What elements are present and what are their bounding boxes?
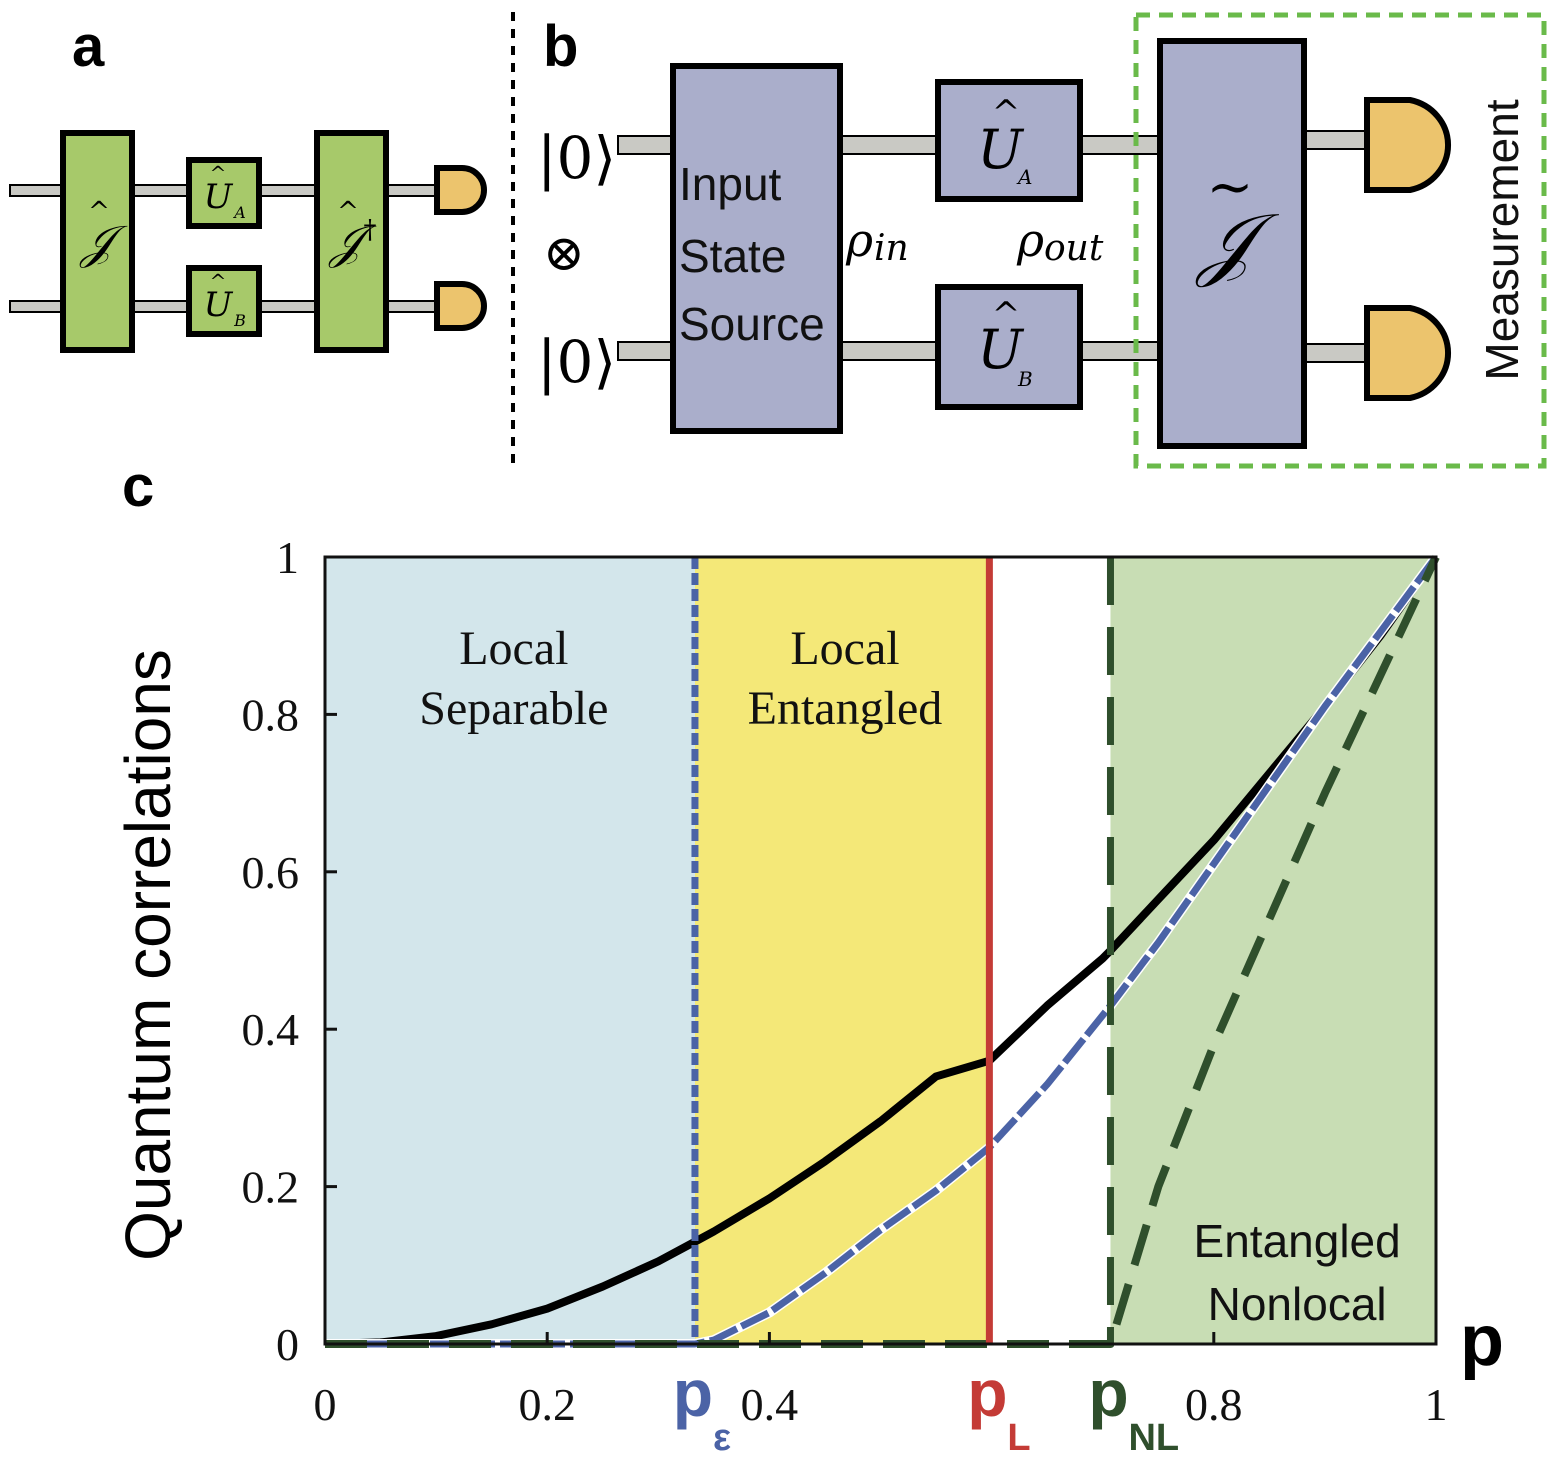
- chart: LocalSeparableLocalEntangledEntangledNon…: [112, 532, 1504, 1459]
- xtick-label-3: 0.8: [1185, 1379, 1243, 1430]
- region-2: [989, 557, 1111, 1344]
- xtick-label-1: 0.2: [518, 1379, 576, 1430]
- panel-c-letter: c: [122, 454, 154, 519]
- panel-a-gate-ua-label: U: [204, 177, 234, 217]
- ytick-label-4: 0.8: [242, 689, 300, 740]
- panel-a: a 𝒥 ^ U A ^ U B ^ 𝒥 † ^: [9, 14, 487, 353]
- threshold-1-sub: L: [1007, 1417, 1030, 1459]
- panel-b-gate-ua-label: U: [977, 118, 1024, 181]
- panel-b-gate-ub-sub: B: [1017, 367, 1033, 391]
- panel-a-gate-ua: [186, 157, 262, 229]
- panel-b-wire: [1077, 341, 1163, 361]
- panel-b-gate-ua-sub: A: [1016, 165, 1032, 189]
- panel-a-gate-ub-sub: B: [233, 311, 246, 330]
- panel-b-rho-in: ρ: [845, 213, 873, 267]
- panel-b-wire: [1303, 130, 1371, 150]
- series-1-line: [325, 554, 1439, 1348]
- region-0: [325, 557, 695, 1344]
- ytick-label-0: 0: [276, 1319, 299, 1370]
- panel-b-ket-top: |0⟩: [537, 124, 616, 192]
- plot-frame: [323, 555, 1438, 1346]
- panel-b-detector-top-icon: [1364, 97, 1451, 193]
- region-label-3-1: Nonlocal: [1208, 1278, 1387, 1330]
- region-label-0-0: Local: [459, 622, 568, 675]
- ytick-label-3: 0.6: [242, 847, 300, 898]
- ytick-label-2: 0.4: [242, 1004, 300, 1055]
- panel-a-hat-icon: ^: [337, 197, 359, 227]
- xtick-label-0: 0: [314, 1379, 337, 1430]
- region-1: [694, 557, 990, 1344]
- panel-b-measurement-label: Measurement: [1476, 99, 1528, 380]
- threshold-0-sub: ε: [713, 1417, 731, 1459]
- panel-b-gate-ub: [935, 284, 1083, 410]
- panel-a-gate-ub-label: U: [204, 285, 234, 325]
- xtick-label-2: 0.4: [741, 1379, 799, 1430]
- panel-a-detector-bottom-icon: [434, 281, 487, 331]
- threshold-0-label: p: [673, 1356, 713, 1430]
- threshold-2-sub: NL: [1128, 1417, 1179, 1459]
- region-3: [1110, 557, 1436, 1344]
- x-axis-label: p: [1460, 1301, 1504, 1381]
- panel-a-hat-icon: ^: [88, 197, 110, 227]
- threshold-1-label: p: [967, 1356, 1007, 1430]
- panel-b-wire: [839, 135, 941, 155]
- threshold-2-label: p: [1088, 1356, 1128, 1430]
- panel-a-gate-ub: [186, 265, 262, 337]
- panel-b-wire: [1303, 343, 1371, 363]
- panel-b-source-line-2: State: [679, 230, 786, 282]
- panel-b-rho-in-sub: in: [874, 228, 909, 269]
- panel-b-hat-icon: ^: [992, 93, 1021, 133]
- panel-c: c LocalSeparableLocalEntangledEntangledN…: [112, 454, 1504, 1459]
- panel-a-hat-icon: ^: [210, 161, 227, 185]
- region-label-1-0: Local: [790, 622, 899, 675]
- series-0-line: [324, 554, 1440, 1348]
- panel-a-gate-jdag: [314, 130, 389, 353]
- panel-b-gate-jtilde: [1157, 38, 1307, 449]
- panel-b-wire: [617, 135, 675, 155]
- panel-b-wire: [617, 341, 675, 361]
- ytick-label-1: 0.2: [242, 1162, 300, 1213]
- panel-b-ket-bottom: |0⟩: [537, 328, 616, 396]
- panel-b-gate-ua: [935, 79, 1083, 202]
- panel-b-rho-out: ρ: [1016, 213, 1044, 267]
- xtick-label-4: 1: [1425, 1379, 1448, 1430]
- panel-b-source-line-3: Source: [679, 298, 825, 350]
- panel-a-detector-top-icon: [434, 165, 487, 215]
- panel-a-hat-icon: ^: [210, 269, 227, 293]
- panel-a-gate-ua-sub: A: [232, 203, 246, 222]
- panel-b-source-box: [670, 63, 843, 434]
- panel-b-rho-out-sub: out: [1044, 228, 1104, 269]
- panel-b-tensor: ⊗: [543, 224, 585, 282]
- panel-a-gate-jdag-sup: †: [364, 215, 377, 245]
- panel-b-letter: b: [543, 14, 578, 79]
- panel-b-wire: [1077, 135, 1163, 155]
- region-label-1-1: Entangled: [748, 682, 943, 735]
- panel-b-measurement-frame: [1133, 12, 1547, 469]
- panel-b-detector-bottom-icon: [1364, 305, 1451, 401]
- panel-b-hat-icon: ^: [992, 295, 1021, 335]
- series-2-line: [325, 555, 1440, 1348]
- region-label-0-1: Separable: [419, 682, 608, 735]
- y-axis-label: Quantum correlations: [112, 649, 184, 1261]
- panel-b-source-line-1: Input: [679, 158, 782, 210]
- panel-b-tilde-icon: ~: [1207, 155, 1254, 220]
- panel-b-gate-ub-label: U: [977, 318, 1024, 381]
- panel-b: b |0⟩ ⊗ |0⟩ Input State Source ρ in ρ ou…: [537, 12, 1547, 469]
- panel-a-gate-j: [60, 130, 135, 353]
- panel-a-letter: a: [72, 14, 105, 79]
- ytick-label-5: 1: [276, 532, 299, 583]
- panel-b-wire: [839, 341, 941, 361]
- region-label-3-0: Entangled: [1194, 1215, 1401, 1267]
